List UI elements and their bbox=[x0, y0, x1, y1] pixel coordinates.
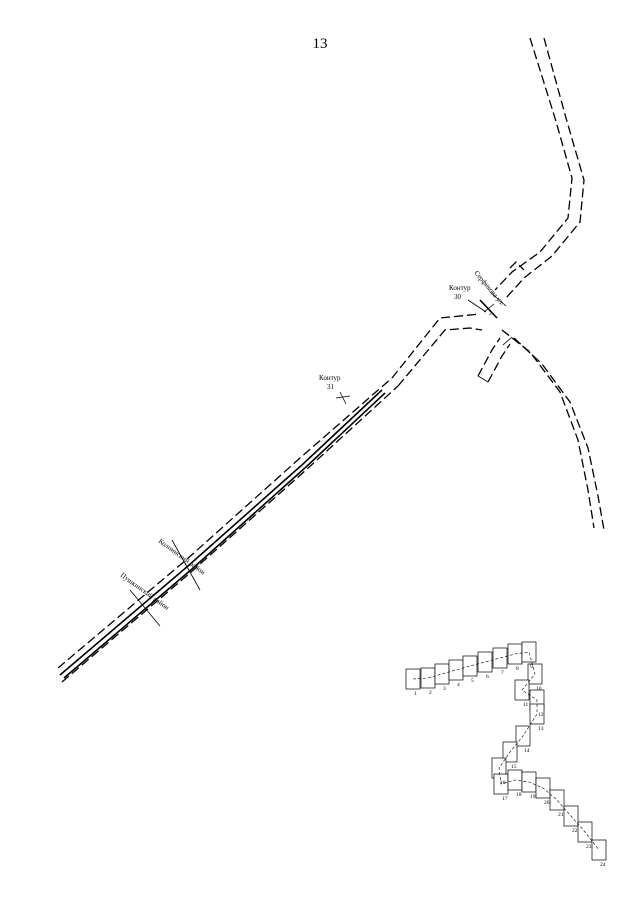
index-sheet bbox=[521, 641, 537, 663]
index-sheet-number: 18 bbox=[516, 792, 522, 798]
index-sheet-number: 12 bbox=[538, 712, 544, 718]
contour-31-label-a: Контур bbox=[319, 374, 341, 382]
south-branch bbox=[477, 329, 605, 531]
index-sheet-number: 5 bbox=[471, 678, 474, 684]
page-number: 13 bbox=[312, 36, 328, 52]
index-sheet-number: 3 bbox=[443, 686, 446, 692]
index-sheet-number: 15 bbox=[511, 764, 517, 770]
index-sheet-number: 9 bbox=[530, 664, 533, 670]
index-sheet-number: 24 bbox=[600, 862, 606, 868]
index-sheet-number: 10 bbox=[536, 686, 542, 692]
index-sheet-number: 4 bbox=[457, 682, 460, 688]
pipeline-corridor bbox=[57, 313, 483, 683]
index-sheet-number: 20 bbox=[544, 800, 550, 806]
contour-30-label-b: 30 bbox=[454, 293, 462, 301]
index-sheet-number: 1 bbox=[414, 691, 417, 697]
index-sheet-number: 11 bbox=[523, 702, 529, 708]
index-sheet bbox=[462, 655, 478, 677]
index-sheet bbox=[549, 789, 565, 811]
index-sheet-number: 22 bbox=[572, 828, 578, 834]
index-sheet bbox=[448, 659, 464, 681]
contour-31-label-b: 31 bbox=[327, 383, 335, 391]
junction bbox=[467, 291, 513, 346]
index-sheet-number: 19 bbox=[530, 794, 536, 800]
index-sheet bbox=[492, 647, 508, 669]
index-sheet bbox=[591, 839, 607, 861]
index-route-line bbox=[412, 651, 600, 851]
north-branch bbox=[494, 37, 585, 299]
index-sheet-number: 13 bbox=[538, 726, 544, 732]
index-sheet-number: 2 bbox=[429, 690, 432, 696]
index-sheet-number: 14 bbox=[524, 748, 530, 754]
index-sheet bbox=[434, 663, 450, 685]
index-sheet-number: 16 bbox=[500, 780, 506, 786]
district-label-bottom: Пушкинский район bbox=[119, 571, 171, 612]
index-sheet-number: 7 bbox=[501, 670, 504, 676]
index-sheet-number: 8 bbox=[516, 666, 519, 672]
index-sheet-number: 17 bbox=[502, 796, 508, 802]
street-label: Серфикова ул. bbox=[472, 269, 506, 307]
marker-label: 2 bbox=[489, 311, 492, 317]
index-sheet-number: 21 bbox=[558, 812, 564, 818]
index-sheet-number: 23 bbox=[586, 844, 592, 850]
district-boundaries bbox=[129, 391, 351, 627]
index-sheet-number: 6 bbox=[486, 674, 489, 680]
contour-30-label-a: Контур bbox=[449, 284, 471, 292]
index-sheet bbox=[477, 651, 493, 673]
